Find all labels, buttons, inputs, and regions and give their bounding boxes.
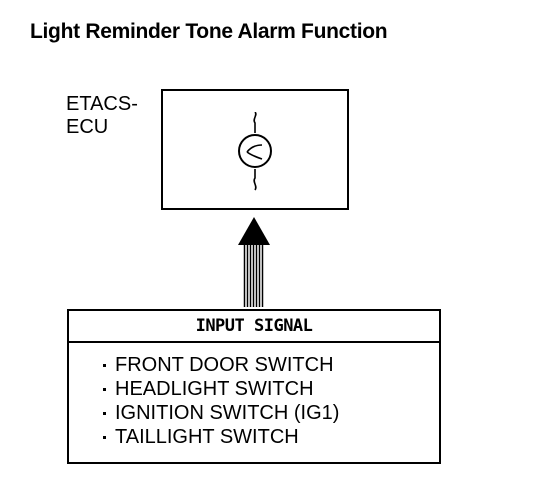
buzzer-icon — [238, 112, 272, 191]
input-signal-item: TAILLIGHT SWITCH — [101, 425, 439, 449]
diagram-title: Light Reminder Tone Alarm Function — [30, 20, 388, 43]
input-signal-box: INPUT SIGNAL FRONT DOOR SWITCH HEADLIGHT… — [67, 309, 441, 464]
ecu-label: ETACS- ECU — [66, 93, 138, 139]
input-signal-item: FRONT DOOR SWITCH — [101, 353, 439, 377]
up-arrow-icon — [238, 217, 270, 307]
input-signal-header: INPUT SIGNAL — [69, 311, 439, 343]
input-signal-item: HEADLIGHT SWITCH — [101, 377, 439, 401]
input-signal-list: FRONT DOOR SWITCH HEADLIGHT SWITCH IGNIT… — [69, 343, 439, 449]
input-signal-item: IGNITION SWITCH (IG1) — [101, 401, 439, 425]
ecu-label-line1: ETACS- — [66, 93, 138, 115]
ecu-label-line2: ECU — [66, 116, 109, 138]
ecu-box — [161, 89, 349, 210]
